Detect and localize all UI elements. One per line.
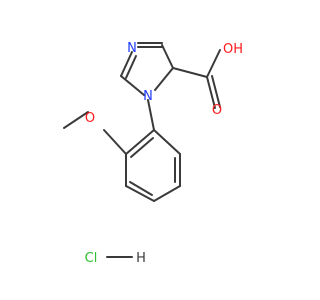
bond-ar-4 bbox=[125, 185, 155, 202]
structure-diagram: N N OH O O Cl H bbox=[63, 41, 243, 266]
bond-ring-carboxyl bbox=[172, 67, 208, 78]
bond-ar-4-inner bbox=[129, 181, 153, 196]
bonds bbox=[63, 42, 221, 258]
bond-c4-n1 bbox=[154, 67, 174, 91]
bond-n1-c2 bbox=[120, 75, 145, 96]
bond-carboxyl-o-right bbox=[211, 75, 221, 108]
bond-o-methyl bbox=[63, 111, 89, 129]
bond-c2-n3-double bbox=[125, 55, 137, 79]
atom-n-top: N bbox=[127, 41, 137, 56]
atom-h: H bbox=[136, 251, 146, 266]
atom-carbonyl-o: O bbox=[212, 103, 222, 118]
bond-ar-3 bbox=[153, 185, 181, 202]
atom-cl: Cl bbox=[85, 251, 98, 266]
atom-n-aryl: N bbox=[143, 89, 153, 104]
bond-ar-o bbox=[103, 129, 127, 155]
bond-c5-c4 bbox=[161, 44, 174, 69]
bond-c2-n3 bbox=[120, 51, 133, 77]
bond-carboxyl-o-left bbox=[206, 76, 216, 109]
atom-methoxy-o: O bbox=[85, 111, 95, 126]
bond-ar-6 bbox=[125, 129, 155, 155]
bond-ar-6-inner bbox=[130, 137, 154, 158]
bond-ar-1 bbox=[153, 129, 181, 155]
molecule-svg: N N OH O O Cl H bbox=[63, 41, 243, 266]
bond-carboxyl-oh bbox=[206, 49, 221, 78]
bond-n-aryl bbox=[147, 99, 155, 131]
atom-oh: OH bbox=[223, 42, 243, 57]
